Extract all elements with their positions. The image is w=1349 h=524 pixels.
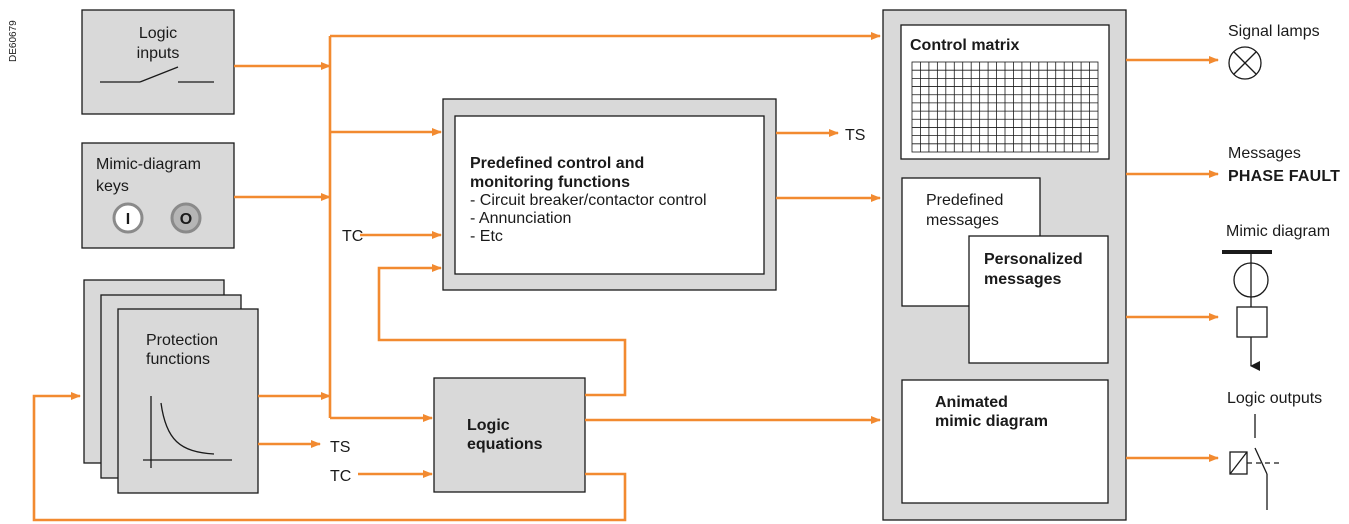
- control-matrix-block: Control matrix: [900, 24, 1110, 160]
- off-button-glyph: O: [180, 211, 192, 228]
- messages-label: Messages: [1228, 145, 1301, 162]
- control-functions-item-1: - Circuit breaker/contactor control: [470, 192, 707, 209]
- on-button-icon: I: [112, 202, 144, 234]
- on-button-glyph: I: [126, 211, 130, 228]
- inverse-time-curve-icon: [143, 396, 232, 468]
- animated-mimic-line2: mimic diagram: [935, 413, 1048, 430]
- signal-lamps-label: Signal lamps: [1228, 23, 1320, 40]
- mimic-keys-label-line2: keys: [96, 178, 129, 195]
- mimic-keys-label-line1: Mimic-diagram: [96, 156, 201, 173]
- ts-label-protection: TS: [330, 439, 350, 456]
- mimic-breaker-icon: [1222, 250, 1272, 371]
- personalized-messages-block: Personalized messages: [968, 235, 1109, 364]
- control-matrix-label: Control matrix: [910, 37, 1019, 54]
- tc-label-logic: TC: [330, 468, 351, 485]
- control-functions-item-3: - Etc: [470, 228, 503, 245]
- hmi-panel: Control matrix Predefined messages Perso…: [882, 9, 1127, 521]
- mimic-diagram-label: Mimic diagram: [1226, 223, 1330, 240]
- signal-wires: [32, 32, 1219, 522]
- signal-lamp-icon: [1228, 46, 1262, 80]
- phase-fault-message: PHASE FAULT: [1228, 168, 1340, 185]
- animated-mimic-block: Animated mimic diagram: [901, 379, 1109, 504]
- mimic-diagram-keys-block: Mimic-diagram keys I O: [81, 142, 235, 249]
- animated-mimic-line1: Animated: [935, 394, 1008, 411]
- off-button-icon: O: [170, 202, 202, 234]
- control-functions-title-line1: Predefined control and: [470, 155, 644, 172]
- control-functions-title-line2: monitoring functions: [470, 174, 630, 191]
- control-functions-item-2: - Annunciation: [470, 210, 571, 227]
- personalized-messages-line1: Personalized: [984, 251, 1083, 268]
- control-matrix-grid-icon: [911, 61, 1099, 153]
- relay-contact-icon: [1229, 414, 1282, 510]
- protection-label-line1: Protection: [146, 332, 218, 349]
- logic-equations-label-line2: equations: [467, 436, 543, 453]
- personalized-messages-line2: messages: [984, 271, 1061, 288]
- predefined-messages-line2: messages: [926, 212, 999, 229]
- logic-inputs-label-line1: Logic: [139, 25, 177, 42]
- logic-inputs-block: Logic inputs: [81, 9, 235, 115]
- protection-functions-block: Protection functions: [83, 279, 259, 494]
- control-monitoring-block: Predefined control and monitoring functi…: [442, 98, 777, 291]
- logic-inputs-label-line2: inputs: [137, 45, 180, 62]
- logic-equations-block: Logic equations: [433, 377, 586, 493]
- protection-label-line2: functions: [146, 351, 210, 368]
- predefined-messages-line1: Predefined: [926, 192, 1003, 209]
- logic-outputs-label: Logic outputs: [1227, 390, 1322, 407]
- switch-contact-icon: [100, 66, 214, 83]
- document-reference: DE60679: [8, 20, 19, 62]
- logic-equations-label-line1: Logic: [467, 417, 510, 434]
- tc-label-control: TC: [342, 228, 363, 245]
- ts-label-control: TS: [845, 127, 865, 144]
